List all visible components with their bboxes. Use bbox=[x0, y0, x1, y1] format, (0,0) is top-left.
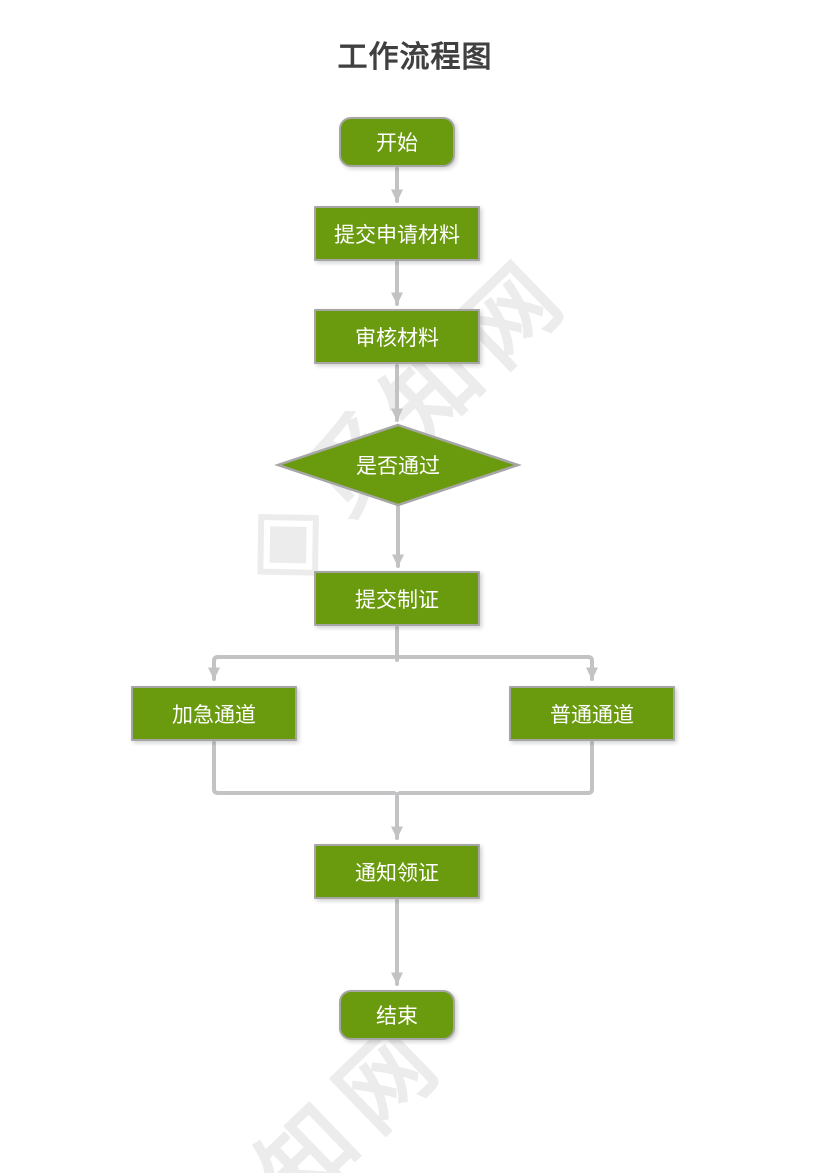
node-label: 提交制证 bbox=[355, 588, 439, 612]
connector-merge-left bbox=[212, 741, 396, 795]
node-start: 开始 bbox=[339, 117, 455, 167]
connector-split-left bbox=[208, 655, 396, 681]
node-review-materials: 审核材料 bbox=[314, 309, 480, 364]
node-label: 加急通道 bbox=[172, 703, 256, 727]
node-label: 开始 bbox=[376, 132, 418, 155]
node-label: 是否通过 bbox=[356, 455, 440, 478]
node-expedited-channel: 加急通道 bbox=[131, 686, 297, 741]
page-title: 工作流程图 bbox=[337, 41, 493, 74]
node-submit-application: 提交申请材料 bbox=[314, 206, 480, 261]
node-notify-collection: 通知领证 bbox=[314, 844, 480, 899]
connector-merge-right bbox=[398, 741, 594, 795]
decision-diamond-shape bbox=[274, 423, 522, 507]
node-submit-certification: 提交制证 bbox=[314, 571, 480, 626]
node-end: 结束 bbox=[339, 990, 455, 1040]
node-label: 结束 bbox=[376, 1005, 418, 1028]
node-pass-decision: 是否通过 bbox=[318, 451, 478, 479]
connector-split-right bbox=[398, 655, 598, 681]
node-label: 通知领证 bbox=[355, 861, 439, 885]
node-normal-channel: 普通通道 bbox=[509, 686, 675, 741]
node-label: 提交申请材料 bbox=[334, 223, 460, 247]
node-label: 普通通道 bbox=[550, 703, 634, 727]
node-label: 审核材料 bbox=[355, 326, 439, 350]
